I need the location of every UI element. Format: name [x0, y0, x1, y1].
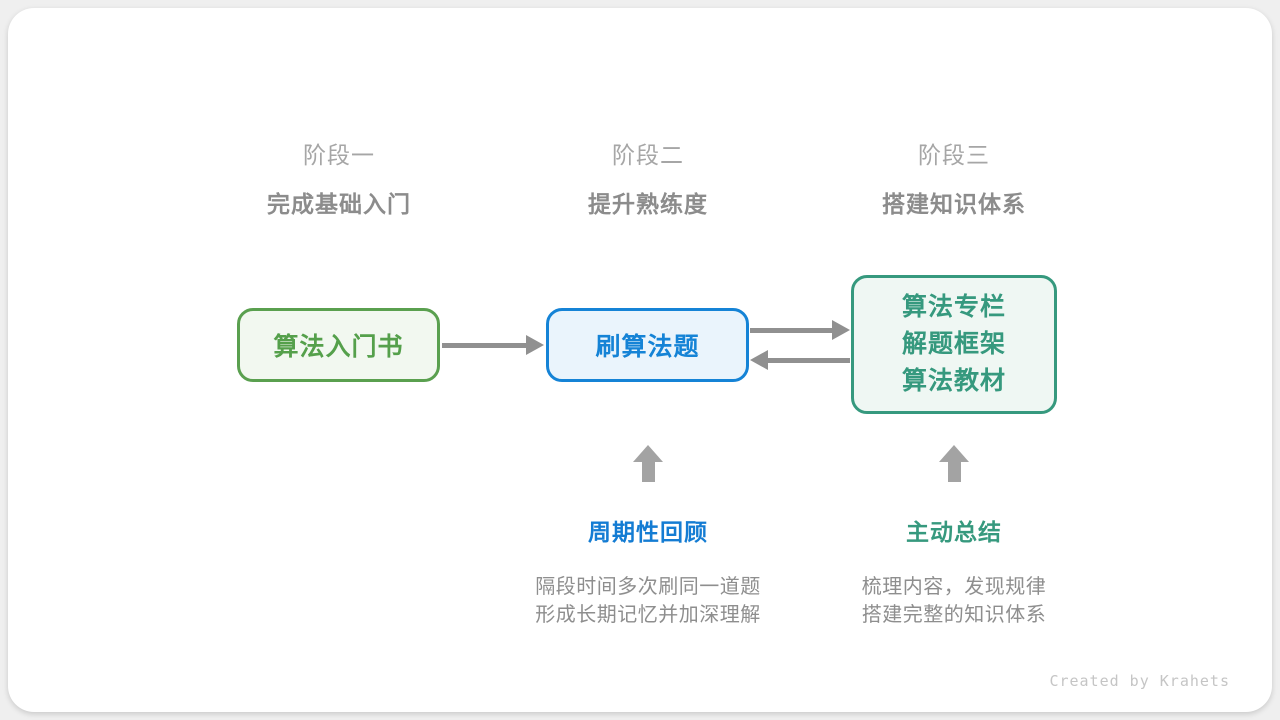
- node-intro-book-label: 算法入门书: [273, 333, 404, 361]
- stage-3-subtitle: 搭建知识体系: [882, 191, 1026, 217]
- arrow-up-summarize-icon: [939, 445, 969, 482]
- annotation-active-summary-label: 主动总结: [906, 519, 1002, 545]
- arrow-head: [526, 335, 544, 355]
- stage-2-subtitle: 提升熟练度: [588, 191, 708, 217]
- stage-2-header: 阶段二 提升熟练度: [488, 136, 808, 219]
- stage-3-title: 阶段三: [918, 142, 990, 168]
- arrow-head: [750, 350, 768, 370]
- node-intro-book: 算法入门书: [237, 308, 440, 382]
- arrow-head: [633, 445, 663, 462]
- desc-line: 隔段时间多次刷同一道题: [535, 576, 761, 598]
- arrow-left-stage3-to-stage2-icon: [750, 348, 850, 372]
- annotation-periodic-review-desc: 隔段时间多次刷同一道题 形成长期记忆并加深理解: [468, 573, 828, 629]
- node-knowledge-resources: 算法专栏 解题框架 算法教材: [851, 275, 1057, 414]
- arrow-right-stage1-to-stage2-icon: [442, 333, 544, 357]
- stage-1-subtitle: 完成基础入门: [267, 191, 411, 217]
- stage-1-title: 阶段一: [303, 142, 375, 168]
- node-resources-line-3: 算法教材: [901, 367, 1006, 395]
- stage-1-header: 阶段一 完成基础入门: [179, 136, 499, 219]
- node-resources-line-1: 算法专栏: [901, 293, 1006, 321]
- annotation-active-summary: 主动总结 梳理内容，发现规律 搭建完整的知识体系: [774, 513, 1134, 629]
- annotation-active-summary-desc: 梳理内容，发现规律 搭建完整的知识体系: [774, 573, 1134, 629]
- arrow-shaft: [750, 327, 835, 333]
- arrow-shaft: [947, 462, 961, 482]
- arrow-up-review-icon: [633, 445, 663, 482]
- diagram-card: 阶段一 完成基础入门 阶段二 提升熟练度 阶段三 搭建知识体系 算法入门书 刷算…: [8, 8, 1272, 712]
- arrow-shaft: [641, 462, 655, 482]
- arrow-head: [832, 320, 850, 340]
- node-practice-problems-label: 刷算法题: [595, 333, 700, 361]
- arrow-right-stage2-to-stage3-icon: [750, 318, 850, 342]
- node-resources-line-2: 解题框架: [901, 330, 1006, 358]
- annotation-periodic-review-label: 周期性回顾: [588, 519, 708, 545]
- arrow-head: [939, 445, 969, 462]
- arrow-shaft: [765, 357, 850, 363]
- annotation-periodic-review: 周期性回顾 隔段时间多次刷同一道题 形成长期记忆并加深理解: [468, 513, 828, 629]
- stage-3-header: 阶段三 搭建知识体系: [794, 136, 1114, 219]
- stage-2-title: 阶段二: [612, 142, 684, 168]
- desc-line: 梳理内容，发现规律: [861, 576, 1047, 598]
- arrow-shaft: [442, 342, 529, 348]
- credit-text: Created by Krahets: [1049, 672, 1230, 690]
- node-practice-problems: 刷算法题: [546, 308, 749, 382]
- desc-line: 形成长期记忆并加深理解: [535, 604, 761, 626]
- desc-line: 搭建完整的知识体系: [861, 604, 1047, 626]
